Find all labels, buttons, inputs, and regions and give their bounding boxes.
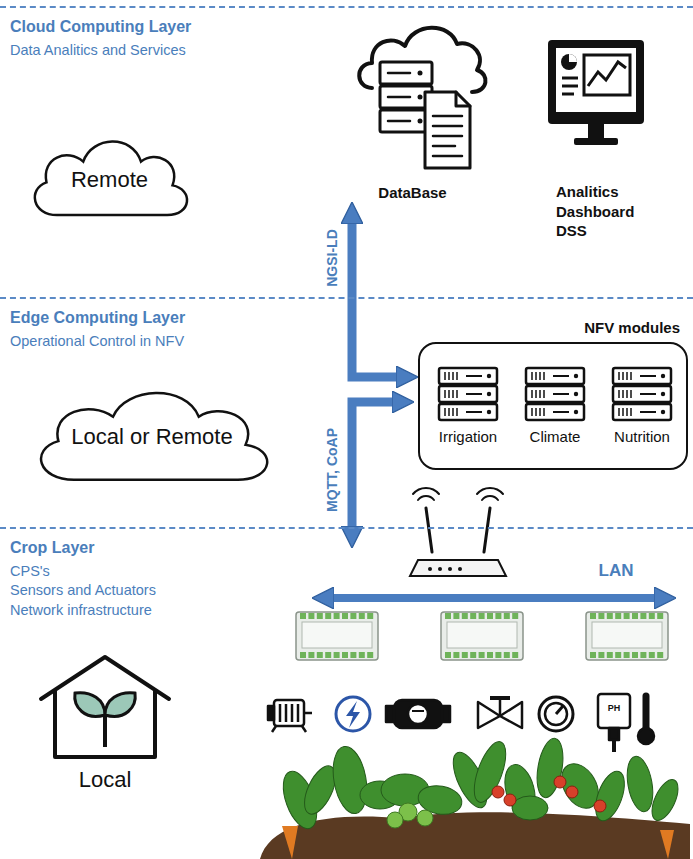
layer-subtitle: Data Analitics and Services: [10, 41, 186, 61]
layer-subtitle: Operational Control in NFV: [10, 332, 184, 352]
device-icons: [268, 694, 654, 752]
database-node: DataBase: [340, 22, 485, 202]
module-label: Climate: [512, 428, 598, 445]
layer-subtitle: Network infrastructure: [10, 601, 152, 621]
layer-subtitle: CPS's: [10, 562, 50, 582]
cloud-shape: Local or Remote: [22, 377, 282, 489]
router-icon: [410, 488, 506, 576]
layer-band: Local Crop LayerCPS'sSensors and Actuator…: [0, 527, 693, 859]
lan-arrow: [334, 594, 654, 602]
icon-label: Analitics Dashboard DSS: [556, 182, 666, 241]
protocol-label: MQTT, CoAP: [324, 428, 340, 512]
layer-band: RemoteDataBase Analitics Dashboard DSS Clo…: [0, 6, 693, 297]
server-module: Climate: [512, 362, 598, 462]
cloud-label: Remote: [71, 167, 148, 193]
module-label: Irrigation: [424, 428, 512, 445]
sensor-label: PH: [608, 703, 621, 713]
layer-title: Edge Computing Layer: [10, 307, 185, 329]
layer-subtitle: Sensors and Actuators: [10, 581, 156, 601]
database-icon: [359, 28, 485, 168]
monitor-icon: [548, 40, 644, 145]
cloud-shape: Remote: [22, 128, 197, 223]
server-icon: [523, 366, 587, 422]
controller-modules: [296, 612, 668, 660]
nfv-modules-box: IrrigationClimateNutritionNFV modules: [418, 342, 688, 470]
cloud-label: Local or Remote: [71, 424, 232, 450]
house-label: Local: [30, 767, 180, 793]
edge-label: NGSI-LD: [324, 229, 340, 287]
server-icon: [610, 366, 674, 422]
network-label: LAN: [599, 561, 634, 581]
layer-title: Crop Layer: [10, 537, 94, 559]
protocol-arrow: [352, 402, 392, 526]
server-module: Nutrition: [598, 362, 686, 462]
server-icon: [436, 366, 500, 422]
module-label: Nutrition: [598, 428, 686, 445]
icon-label: DataBase: [340, 184, 485, 202]
crop-illustration: [260, 736, 690, 859]
layer-band: Local or Remote IrrigationClimateNutritio…: [0, 297, 693, 527]
layer-title: Cloud Computing Layer: [10, 16, 191, 38]
house-outline: [35, 651, 175, 763]
analytics-node: Analitics Dashboard DSS: [556, 182, 666, 252]
house-shape: Local: [30, 651, 180, 811]
data-flow-arrow: [352, 224, 396, 377]
server-module: Irrigation: [424, 362, 512, 462]
box-title: NFV modules: [584, 319, 680, 336]
